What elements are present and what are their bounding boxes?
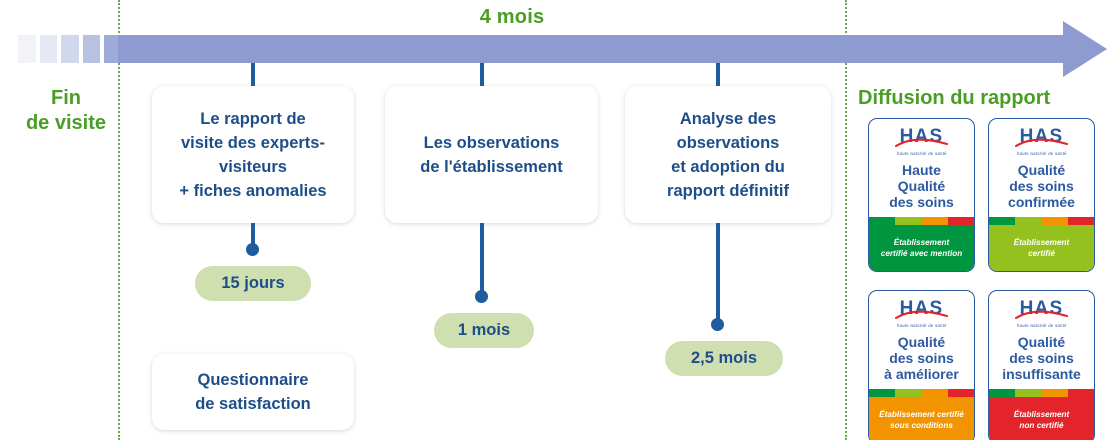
has-swoosh-icon — [1014, 310, 1068, 320]
has-swoosh-icon — [1014, 138, 1068, 148]
connector-line-observations — [480, 223, 484, 295]
certification-badge-haute-qualite: HAS haute autorité de santé Haute Qualit… — [868, 118, 975, 272]
certification-badge-4-top: HAS haute autorité de santé Qualité des … — [989, 291, 1094, 389]
cert3-title-line1: Qualité — [897, 334, 946, 350]
cert3-footer-line1: Établissement certifié — [879, 410, 964, 419]
card-questionnaire-line1: Questionnaire — [197, 371, 309, 389]
cert3-footer-line2: sous conditions — [890, 421, 953, 430]
has-tagline: haute autorité de santé — [1016, 150, 1067, 157]
cert4-title-line1: Qualité — [1017, 334, 1066, 350]
card-observations-line2: de l'établissement — [420, 157, 563, 176]
divider-dotted-left — [118, 0, 120, 440]
badge-duree-2-5-mois: 2,5 mois — [665, 341, 783, 376]
timeline-bar — [118, 35, 1065, 63]
timeline-arrow-head-icon — [1063, 21, 1107, 77]
has-tagline: haute autorité de santé — [896, 322, 947, 329]
certification-badge-3-title: Qualité des soins à améliorer — [881, 334, 962, 382]
cert2-title-line1: Qualité — [1017, 162, 1066, 178]
timeline-duration-label: 4 mois — [479, 6, 545, 28]
card-analyse-line3: et adoption du — [671, 157, 785, 176]
card-analyse-line2: observations — [676, 133, 780, 152]
certification-badge-2-footer: Établissement certifié — [989, 225, 1094, 271]
card-questionnaire-line2: de satisfaction — [195, 395, 311, 413]
card-rapport-line1: Le rapport de — [200, 109, 306, 128]
card-analyse-line1: Analyse des — [679, 109, 777, 128]
certification-badge-3-top: HAS haute autorité de santé Qualité des … — [869, 291, 974, 389]
has-tagline: haute autorité de santé — [896, 150, 947, 157]
certification-badge-2-top: HAS haute autorité de santé Qualité des … — [989, 119, 1094, 217]
has-logo-icon: HAS — [1009, 299, 1075, 322]
connector-dot-analyse — [711, 318, 724, 331]
cert1-title-line3: des soins — [889, 194, 954, 210]
cert2-title-line2: des soins — [1009, 178, 1074, 194]
badge-duree-15-jours: 15 jours — [195, 266, 311, 301]
card-observations-line1: Les observations — [423, 133, 560, 152]
card-analyse-line4: rapport définitif — [667, 181, 789, 200]
has-tagline: haute autorité de santé — [1016, 322, 1067, 329]
timeline-fade-blocks — [18, 35, 122, 63]
certification-badge-1-title: Haute Qualité des soins — [886, 162, 957, 210]
has-logo-icon: HAS — [889, 127, 955, 150]
has-swoosh-icon — [894, 310, 948, 320]
connector-line-analyse — [716, 223, 720, 323]
cert4-title-line2: des soins — [1009, 350, 1074, 366]
cert1-title-line2: Qualité — [897, 178, 946, 194]
has-swoosh-icon — [894, 138, 948, 148]
card-rapport-line3: visiteurs — [219, 157, 287, 176]
timeline-tick-1 — [251, 63, 255, 86]
cert3-title-line2: des soins — [889, 350, 954, 366]
label-diffusion-du-rapport: Diffusion du rapport — [858, 87, 1051, 109]
cert2-title-line3: confirmée — [1008, 194, 1075, 210]
certification-badge-1-top: HAS haute autorité de santé Haute Qualit… — [869, 119, 974, 217]
connector-dot-observations — [475, 290, 488, 303]
certification-badge-2-color-strip — [989, 217, 1094, 225]
certification-badge-4-title: Qualité des soins insuffisante — [999, 334, 1084, 382]
label-fin-de-visite-line1: Fin — [51, 87, 81, 109]
card-rapport-line2: visite des experts- — [180, 133, 325, 152]
certification-badge-qualite-insuffisante: HAS haute autorité de santé Qualité des … — [988, 290, 1095, 440]
divider-dotted-right — [845, 0, 847, 440]
certification-badge-qualite-a-ameliorer: HAS haute autorité de santé Qualité des … — [868, 290, 975, 440]
connector-dot-rapport — [246, 243, 259, 256]
certification-badge-qualite-confirmee: HAS haute autorité de santé Qualité des … — [988, 118, 1095, 272]
certification-badge-2-title: Qualité des soins confirmée — [1005, 162, 1078, 210]
timeline-tick-2 — [480, 63, 484, 86]
cert2-footer-line1: Établissement — [1013, 238, 1070, 247]
certification-badge-4-footer: Établissement non certifié — [989, 397, 1094, 440]
timeline-tick-3 — [716, 63, 720, 86]
cert1-footer-line2: certifié avec mention — [880, 249, 963, 258]
cert1-footer-line1: Établissement — [893, 238, 950, 247]
cert1-title-line1: Haute — [902, 162, 941, 178]
certification-badge-1-color-strip — [869, 217, 974, 225]
certification-badge-4-color-strip — [989, 389, 1094, 397]
cert4-footer-line1: Établissement — [1013, 410, 1070, 419]
cert4-footer-line2: non certifié — [1019, 421, 1064, 430]
certification-badge-3-color-strip — [869, 389, 974, 397]
card-les-observations: Les observations de l'établissement — [385, 86, 598, 223]
certification-badge-3-footer: Établissement certifié sous conditions — [869, 397, 974, 440]
card-questionnaire-de-satisfaction: Questionnaire de satisfaction — [152, 354, 354, 430]
cert2-footer-line2: certifié — [1028, 249, 1055, 258]
connector-line-rapport — [251, 223, 255, 248]
card-analyse-des-observations: Analyse des observations et adoption du … — [625, 86, 831, 223]
card-rapport-de-visite: Le rapport de visite des experts- visite… — [152, 86, 354, 223]
label-fin-de-visite-line2: de visite — [25, 112, 107, 134]
cert4-title-line3: insuffisante — [1002, 366, 1081, 382]
cert3-title-line3: à améliorer — [884, 366, 959, 382]
has-logo-icon: HAS — [1009, 127, 1075, 150]
label-fin-de-visite: Fin de visite — [16, 86, 116, 136]
has-logo-icon: HAS — [889, 299, 955, 322]
card-rapport-line4: + fiches anomalies — [179, 181, 327, 200]
certification-badge-1-footer: Établissement certifié avec mention — [869, 225, 974, 271]
badge-duree-1-mois: 1 mois — [434, 313, 534, 348]
